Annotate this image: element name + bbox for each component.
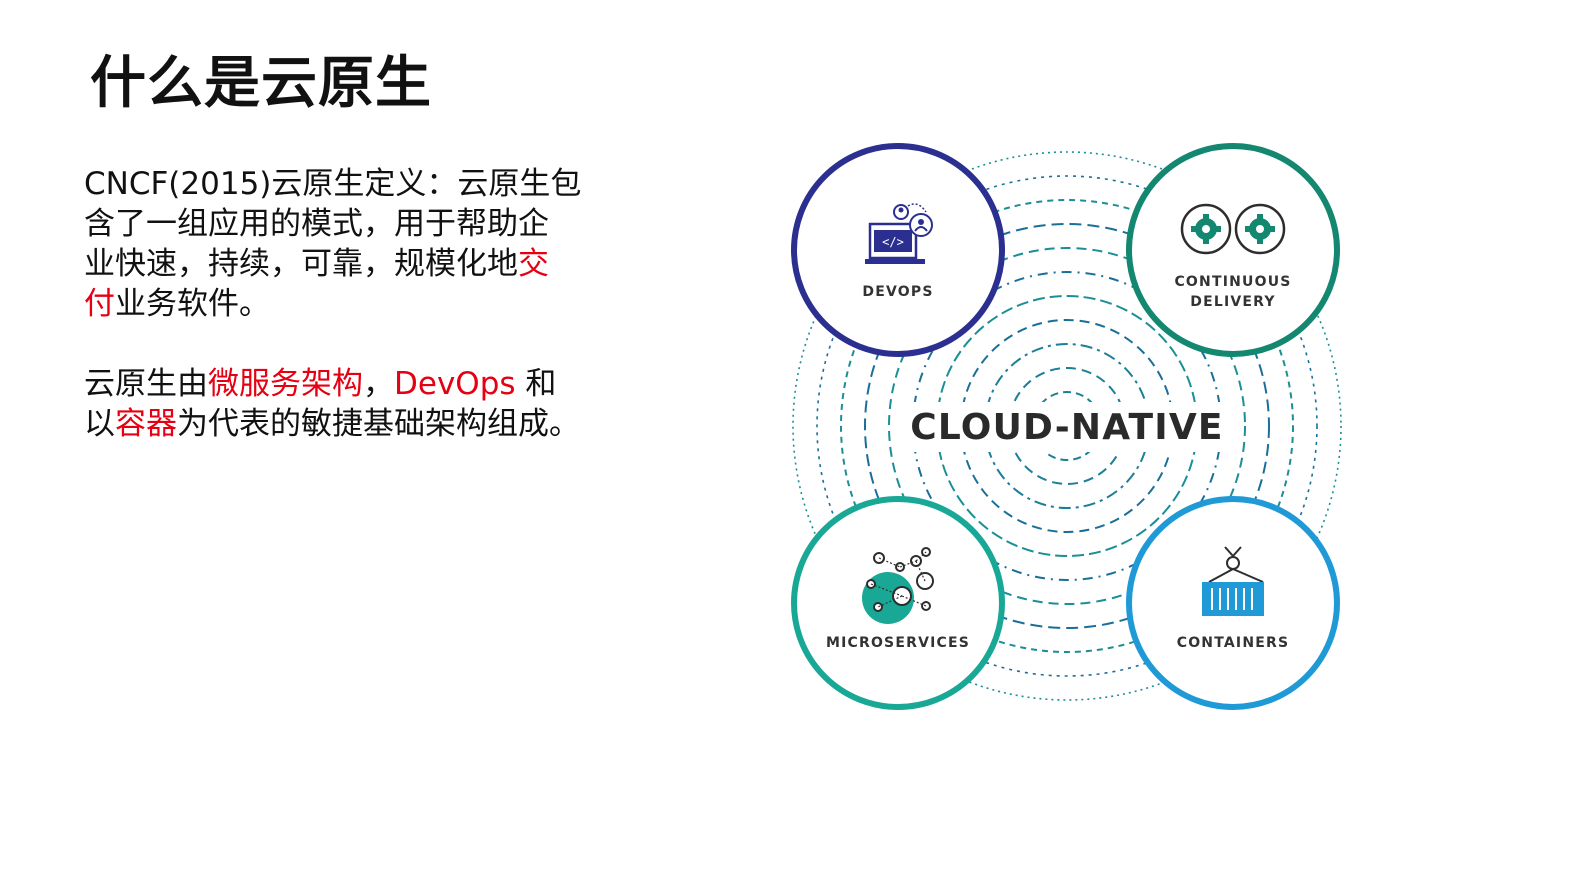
composition-paragraph: 云原生由微服务架构，DevOps 和以容器为代表的敏捷基础架构组成。	[84, 364, 624, 444]
containers-node: CONTAINERS	[1126, 496, 1340, 710]
svg-text:</>: </>	[882, 235, 904, 249]
text-run: 以	[84, 406, 115, 442]
ring	[816, 175, 1318, 677]
highlighted-term: 付	[84, 286, 115, 322]
microservices-label: MICROSERVICES	[826, 635, 970, 651]
text-run: 业快速，持续，可靠，规模化地	[84, 246, 518, 282]
laptop-code-icon: </>	[865, 203, 933, 264]
text-line: CNCF(2015)云原生定义：云原生包	[84, 164, 624, 204]
ring	[792, 151, 1342, 701]
definition-paragraph: CNCF(2015)云原生定义：云原生包含了一组应用的模式，用于帮助企业快速，持…	[84, 164, 624, 324]
text-line: 含了一组应用的模式，用于帮助企	[84, 204, 624, 244]
cloud-native-diagram: CLOUD-NATIVE </> DEVOPS	[770, 120, 1370, 720]
center-label: CLOUD-NATIVE	[910, 407, 1223, 448]
ring	[864, 223, 1270, 629]
continuous-delivery-circle	[1126, 143, 1340, 357]
delivery-label: DELIVERY	[1190, 294, 1275, 310]
ring	[840, 199, 1294, 653]
text-run: 云原生由	[84, 366, 208, 402]
continuous-label: CONTINUOUS	[1174, 274, 1291, 290]
devops-node: </> DEVOPS	[791, 143, 1005, 357]
highlighted-term: 微服务架构	[208, 366, 363, 402]
concentric-rings	[792, 151, 1342, 701]
text-run: 为代表的敏捷基础架构组成。	[177, 406, 580, 442]
shipping-container-icon	[1202, 546, 1264, 616]
definition-text: CNCF(2015)云原生定义：云原生包含了一组应用的模式，用于帮助企业快速，持…	[84, 164, 624, 484]
highlighted-term: 交	[518, 246, 549, 282]
text-line: 以容器为代表的敏捷基础架构组成。	[84, 404, 624, 444]
text-line: 业快速，持续，可靠，规模化地交	[84, 244, 624, 284]
gear-loop-icon	[1180, 203, 1286, 255]
continuous-delivery-node: CONTINUOUS DELIVERY	[1126, 143, 1340, 357]
text-run: 含了一组应用的模式，用于帮助企	[84, 206, 549, 242]
highlighted-term: DevOps	[394, 366, 516, 402]
text-run: CNCF(2015)云原生定义：云原生包	[84, 166, 582, 202]
text-run: 和	[515, 366, 557, 402]
cloud-native-svg: CLOUD-NATIVE </> DEVOPS	[791, 143, 1342, 710]
text-line: 付业务软件。	[84, 284, 624, 324]
page-title: 什么是云原生	[90, 51, 432, 116]
ring	[888, 247, 1246, 605]
network-nodes-icon	[862, 547, 934, 624]
center-label-backing	[900, 402, 1234, 452]
containers-label: CONTAINERS	[1177, 635, 1290, 651]
text-line: 云原生由微服务架构，DevOps 和	[84, 364, 624, 404]
highlighted-term: 容器	[115, 406, 177, 442]
text-run: ，	[363, 366, 394, 402]
microservices-node: MICROSERVICES	[791, 496, 1005, 710]
text-run: 业务软件。	[115, 286, 270, 322]
devops-label: DEVOPS	[862, 284, 933, 300]
